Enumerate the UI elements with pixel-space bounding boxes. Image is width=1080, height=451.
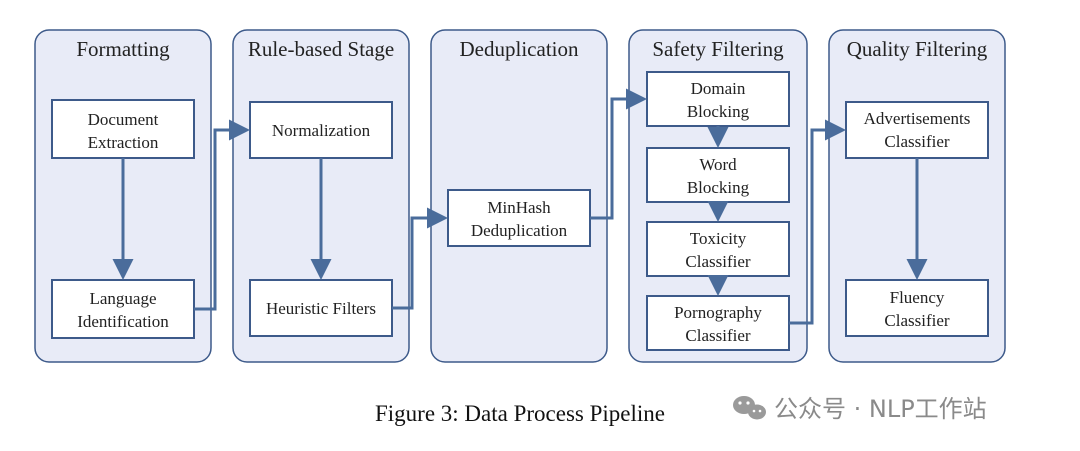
stage-title: Deduplication: [460, 37, 579, 61]
step-line: Normalization: [272, 121, 371, 140]
arrow-language-to-normalization: [194, 119, 250, 311]
step-line: Word: [699, 155, 737, 174]
step-line: MinHash: [487, 198, 551, 217]
step-line: Toxicity: [690, 229, 747, 248]
step-line: Classifier: [685, 252, 750, 271]
step-box: [249, 279, 393, 337]
step-box: [646, 71, 790, 127]
step-box: [249, 101, 393, 159]
wechat-icon: [733, 396, 766, 420]
step-line: Domain: [691, 79, 746, 98]
step-line: Classifier: [685, 326, 750, 345]
step-line: Deduplication: [471, 221, 568, 240]
step-line: Classifier: [884, 311, 949, 330]
step-line: Fluency: [890, 288, 945, 307]
step-line: Classifier: [884, 132, 949, 151]
step-line: Advertisements: [864, 109, 971, 128]
step-line: Heuristic Filters: [266, 299, 376, 318]
step-pornography-classifier: Pornography Classifier: [646, 295, 790, 351]
step-box: [51, 99, 195, 159]
step-normalization: Normalization: [249, 101, 393, 159]
step-line: Blocking: [687, 178, 750, 197]
step-box: [845, 279, 989, 337]
step-toxicity-classifier: Toxicity Classifier: [646, 221, 790, 277]
stage-title: Safety Filtering: [652, 37, 784, 61]
step-word-blocking: Word Blocking: [646, 147, 790, 203]
step-box: [845, 101, 989, 159]
stage-title: Quality Filtering: [847, 37, 988, 61]
stage-title: Formatting: [76, 37, 170, 61]
step-heuristic-filters: Heuristic Filters: [249, 279, 393, 337]
step-advertisements-classifier: Advertisements Classifier: [845, 101, 989, 159]
step-minhash-deduplication: MinHash Deduplication: [447, 189, 591, 247]
arrow-minhash-to-domain: [590, 88, 647, 220]
step-domain-blocking: Domain Blocking: [646, 71, 790, 127]
arrow-heuristic-to-minhash: [392, 207, 448, 310]
watermark-text: 公众号 · NLP工作站: [774, 395, 987, 423]
step-line: Identification: [77, 312, 169, 331]
step-line: Language: [89, 289, 156, 308]
step-box: [646, 221, 790, 277]
figure-caption: Figure 3: Data Process Pipeline: [375, 401, 665, 426]
arrow-pornography-to-advertisements: [789, 119, 846, 325]
step-box: [447, 189, 591, 247]
step-document-extraction: Document Extraction: [51, 99, 195, 159]
step-line: Extraction: [88, 133, 159, 152]
stage-title: Rule-based Stage: [248, 37, 394, 61]
step-line: Blocking: [687, 102, 750, 121]
step-line: Document: [88, 110, 159, 129]
step-line: Pornography: [674, 303, 762, 322]
step-fluency-classifier: Fluency Classifier: [845, 279, 989, 337]
step-language-identification: Language Identification: [51, 279, 195, 339]
